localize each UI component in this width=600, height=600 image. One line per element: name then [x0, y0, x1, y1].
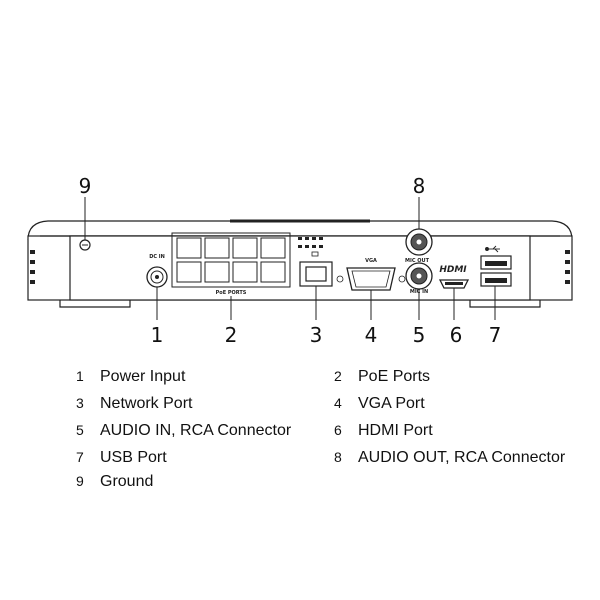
legend-number: 1 — [76, 368, 84, 384]
legend-number: 3 — [76, 395, 84, 411]
audio-out-rca-connector — [405, 228, 433, 256]
legend-label: Power Input — [100, 368, 186, 385]
legend-label: Ground — [100, 473, 154, 490]
hdmi-logo-text: HDMI — [439, 265, 467, 275]
usb-ports — [480, 255, 512, 287]
network-port — [299, 261, 333, 287]
legend-item-7: 7 USB Port — [76, 449, 167, 467]
callout-5: 5 — [413, 323, 426, 347]
legend-label: AUDIO OUT, RCA Connector — [358, 449, 566, 466]
network-icon — [311, 251, 319, 257]
callout-8: 8 — [413, 174, 426, 198]
legend-item-1: 1 Power Input — [76, 368, 185, 386]
poe-status-leds — [298, 237, 323, 248]
callout-leaders — [84, 197, 496, 320]
poe-ports-block — [171, 232, 291, 288]
legend-number: 8 — [334, 449, 342, 465]
callout-6: 6 — [450, 323, 463, 347]
callout-4: 4 — [365, 323, 378, 347]
left-vents — [30, 250, 35, 284]
right-vents — [565, 250, 570, 284]
legend-item-3: 3 Network Port — [76, 395, 192, 413]
legend-item-2: 2 PoE Ports — [334, 368, 430, 386]
legend-item-9: 9 Ground — [76, 473, 153, 491]
audio-out-label: MIC OUT — [405, 258, 430, 264]
audio-in-rca-connector — [405, 262, 433, 290]
legend-number: 2 — [334, 368, 342, 384]
callout-9: 9 — [79, 174, 92, 198]
legend-label: VGA Port — [358, 395, 425, 412]
legend-item-4: 4 VGA Port — [334, 395, 425, 413]
callout-3: 3 — [310, 323, 323, 347]
legend-number: 7 — [76, 449, 84, 465]
vga-label: VGA — [365, 258, 377, 264]
callout-1: 1 — [151, 323, 164, 347]
legend-number: 6 — [334, 422, 342, 438]
vga-port — [336, 267, 406, 291]
legend-number: 9 — [76, 473, 84, 489]
legend-item-8: 8 AUDIO OUT, RCA Connector — [334, 449, 565, 467]
legend-label: AUDIO IN, RCA Connector — [100, 422, 292, 439]
legend-item-5: 5 AUDIO IN, RCA Connector — [76, 422, 291, 440]
legend-label: USB Port — [100, 449, 167, 466]
callout-2: 2 — [225, 323, 238, 347]
legend-label: PoE Ports — [358, 368, 431, 385]
legend-number: 5 — [76, 422, 84, 438]
legend-item-6: 6 HDMI Port — [334, 422, 433, 440]
usb-icon — [485, 245, 500, 253]
poe-ports-label: PoE PORTS — [216, 290, 247, 296]
legend-label: Network Port — [100, 395, 193, 412]
legend-number: 4 — [334, 395, 342, 411]
callout-7: 7 — [489, 323, 502, 347]
dc-in-label: DC IN — [149, 254, 165, 260]
hdmi-port — [438, 279, 470, 289]
legend-label: HDMI Port — [358, 422, 433, 439]
